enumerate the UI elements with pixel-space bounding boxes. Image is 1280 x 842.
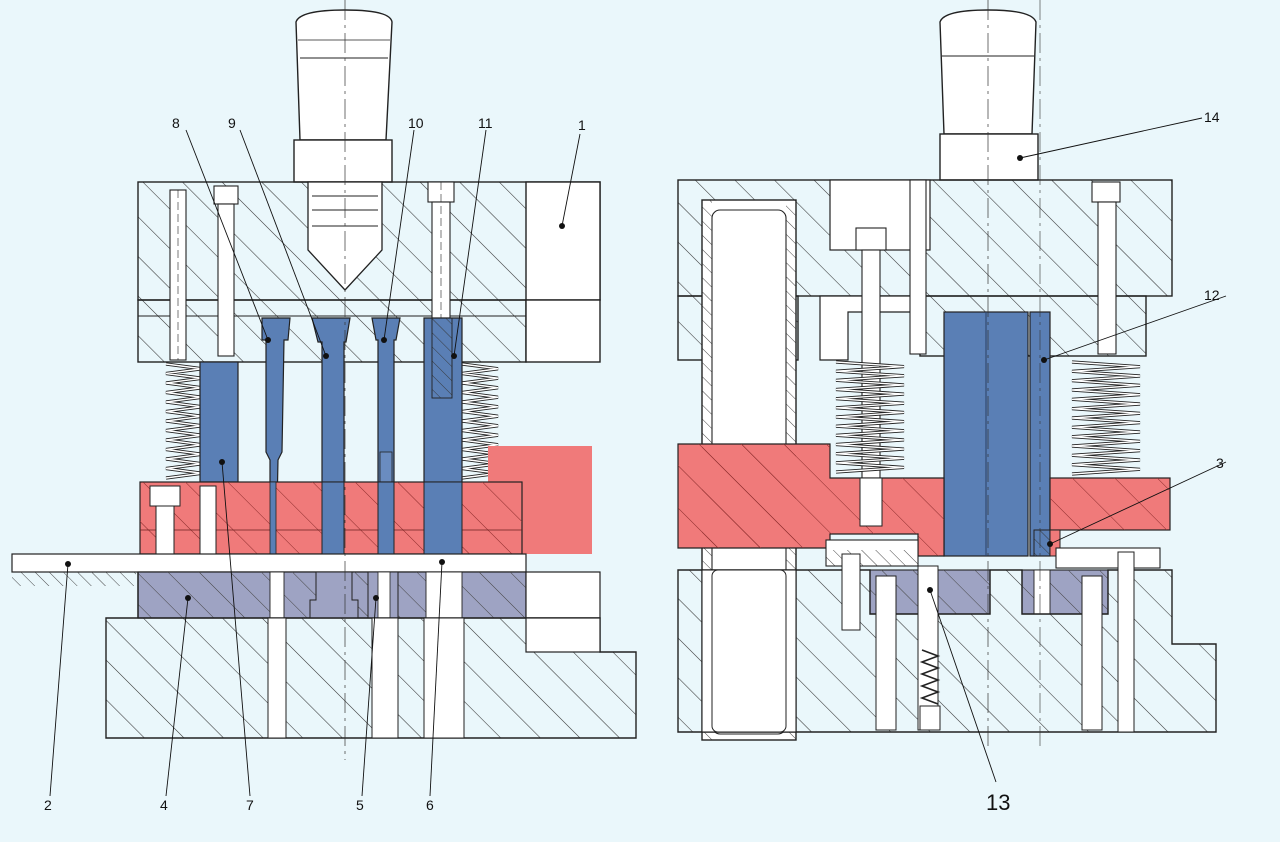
stripper-right xyxy=(677,443,1171,557)
label-5: 5 xyxy=(356,797,364,813)
leader-lines-left xyxy=(49,129,581,797)
leader-lines-right xyxy=(929,117,1227,783)
label-10: 10 xyxy=(408,115,424,131)
label-8: 8 xyxy=(172,115,180,131)
label-2: 2 xyxy=(44,797,52,813)
label-4: 4 xyxy=(160,797,168,813)
punch-plate-left xyxy=(137,299,601,363)
label-1: 1 xyxy=(578,117,586,133)
part-labels: 1 2 3 4 5 6 7 8 9 10 11 12 13 14 xyxy=(44,109,1224,815)
die-plate-left xyxy=(137,571,601,619)
die-plate-right xyxy=(869,569,1109,615)
label-13: 13 xyxy=(986,790,1010,815)
label-12: 12 xyxy=(1204,287,1220,303)
spring-right-1 xyxy=(835,361,905,473)
spring-right-2 xyxy=(1071,361,1141,475)
upper-plate-left xyxy=(137,181,601,301)
label-11: 11 xyxy=(478,115,493,131)
lower-shoe-right xyxy=(677,551,1217,733)
label-3: 3 xyxy=(1216,455,1224,471)
label-14: 14 xyxy=(1204,109,1220,125)
label-6: 6 xyxy=(426,797,434,813)
spring-left-1 xyxy=(165,363,203,479)
lower-shoe-left xyxy=(105,572,637,739)
label-7: 7 xyxy=(246,797,254,813)
left-section-view xyxy=(11,0,637,797)
punches-right xyxy=(943,311,1057,557)
label-9: 9 xyxy=(228,115,236,131)
screws-upper-left xyxy=(169,181,455,380)
stripper-left xyxy=(139,446,592,555)
shank-left xyxy=(293,9,393,183)
springs-right xyxy=(835,360,1141,476)
shank-right xyxy=(939,9,1039,181)
right-section-view xyxy=(677,0,1227,783)
ejector-spring-right xyxy=(919,649,941,731)
